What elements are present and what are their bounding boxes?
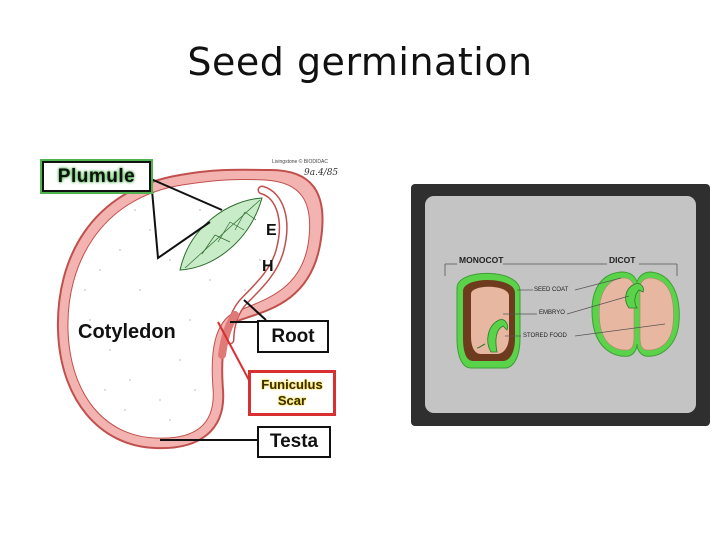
panel-pointer-lines xyxy=(503,277,666,337)
seed-comparison-panel: MONOCOT DICOT SEED COAT EMBRYO STORED FO… xyxy=(411,184,710,426)
seed-comparison-diagram xyxy=(444,263,680,369)
page-title: Seed germination xyxy=(187,40,533,84)
testa-label: Testa xyxy=(257,426,331,458)
artist-signature: 9a.4/85 xyxy=(304,168,339,178)
funiculus-pointer xyxy=(217,321,251,383)
cotyledon-body xyxy=(67,179,311,439)
image-credit: Livingstone © BIODIDAC xyxy=(272,159,328,165)
plumule-leaf xyxy=(179,197,263,271)
bean-seed-diagram xyxy=(56,168,324,450)
stored-food-label: STORED FOOD xyxy=(523,333,567,339)
seed-coat-label: SEED COAT xyxy=(534,287,569,293)
dicot-seed xyxy=(591,271,680,357)
pointer-lines xyxy=(150,178,267,441)
cotyledon-label: Cotyledon xyxy=(78,321,176,343)
dicot-label: DICOT xyxy=(609,255,636,265)
epicotyl-label: E xyxy=(266,222,277,239)
root-label: Root xyxy=(257,320,329,353)
plumule-label: Plumule xyxy=(42,161,151,192)
seed-comparison-inner: MONOCOT DICOT SEED COAT EMBRYO STORED FO… xyxy=(425,196,696,413)
cotyledon-speckle xyxy=(84,209,281,421)
funiculus-scar-label: Funiculus Scar xyxy=(248,370,336,416)
monocot-seed xyxy=(456,272,521,369)
hypocotyl-label: H xyxy=(262,258,274,275)
monocot-label: MONOCOT xyxy=(459,255,504,265)
embryo-label: EMBRYO xyxy=(539,310,565,316)
radicle xyxy=(218,311,239,359)
